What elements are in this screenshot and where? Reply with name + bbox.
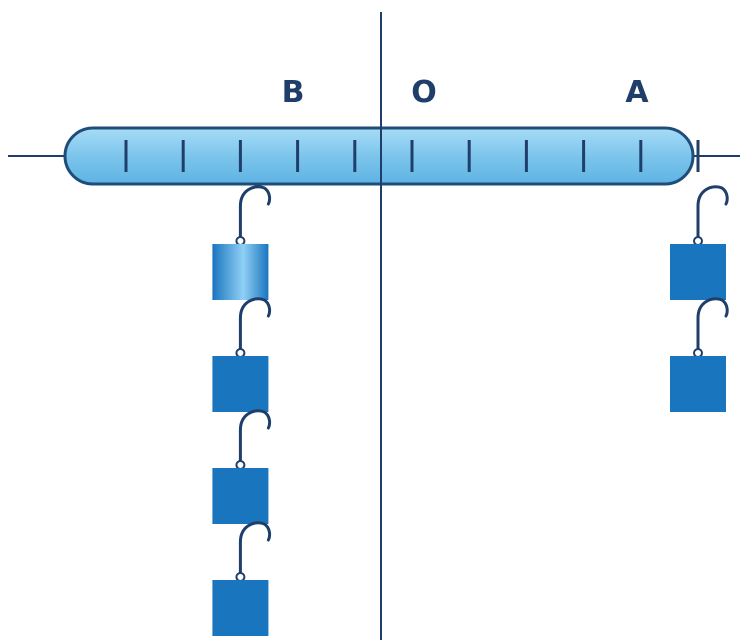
hook-icon xyxy=(696,297,729,352)
hook-ring xyxy=(235,572,246,582)
label-b: B xyxy=(282,75,305,110)
weight-block xyxy=(212,356,269,412)
hook-icon xyxy=(238,185,272,240)
hook-icon xyxy=(238,521,272,576)
label-o: O xyxy=(411,75,437,110)
hangers xyxy=(212,185,729,636)
lever-bar xyxy=(63,126,695,186)
weight-block xyxy=(212,580,269,636)
hook-icon xyxy=(238,409,272,464)
label-a: A xyxy=(625,75,649,110)
hook-icon xyxy=(696,185,729,240)
hook-b xyxy=(212,185,272,636)
hook-ring xyxy=(235,460,246,470)
hook-icon xyxy=(238,297,272,352)
hook-ring xyxy=(693,236,703,246)
hook-ring xyxy=(693,348,703,358)
weight-block xyxy=(212,468,269,524)
weight-block xyxy=(670,244,726,300)
weight-block xyxy=(670,356,726,412)
weight-block xyxy=(212,244,269,300)
lever-ticks xyxy=(124,140,700,172)
hook-ring xyxy=(235,348,246,358)
hook-ring xyxy=(235,236,246,246)
hook-a xyxy=(670,185,729,412)
